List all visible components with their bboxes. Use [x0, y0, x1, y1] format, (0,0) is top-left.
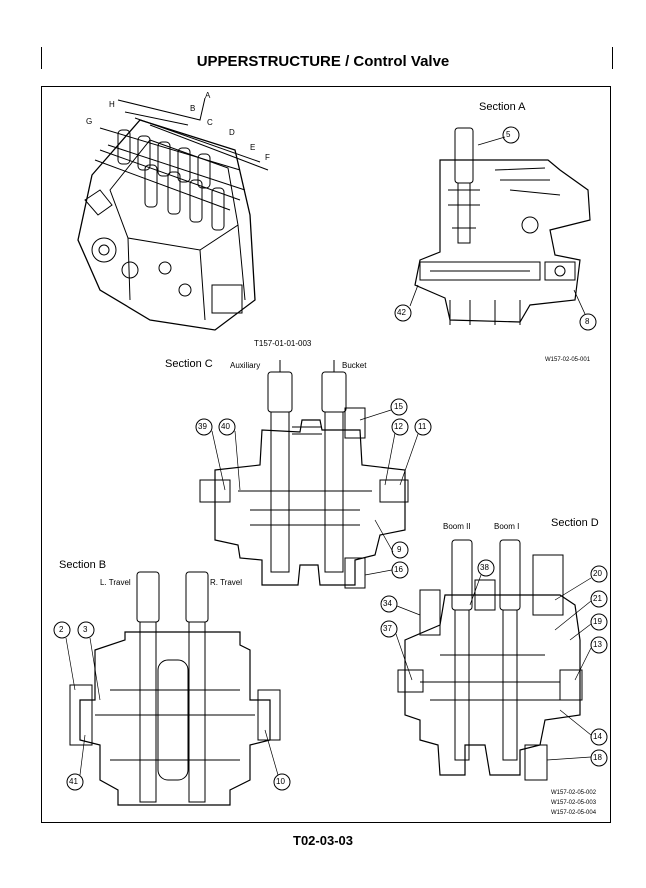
- section-d-callout: 18: [593, 753, 602, 762]
- overview-valve-drawing: [77, 97, 269, 331]
- section-d-callout: 14: [593, 732, 602, 741]
- callout-leaders: [65, 409, 592, 776]
- section-d-callout: 20: [593, 569, 602, 578]
- section-c-callout: 15: [394, 402, 403, 411]
- section-a-drawing: [409, 127, 591, 325]
- section-c-callout: 16: [394, 565, 403, 574]
- section-d-figure-code: W157-02-05-002: [551, 790, 597, 796]
- section-d-callout: 37: [383, 624, 392, 633]
- section-b-label-r-travel: R. Travel: [210, 578, 243, 587]
- figure-frame: [41, 86, 611, 823]
- section-d-callout: 34: [383, 599, 392, 608]
- section-c-callout: 9: [397, 545, 402, 554]
- overview-letters: A B C D E F G H: [86, 91, 270, 162]
- callout-circles: [53, 126, 608, 791]
- section-d-callout: 21: [593, 594, 602, 603]
- section-d-drawing: [397, 539, 583, 781]
- svg-text:F: F: [265, 153, 270, 162]
- section-a-title: Section A: [479, 101, 526, 113]
- section-c-drawing: [199, 360, 409, 589]
- section-b-label-l-travel: L. Travel: [100, 578, 131, 587]
- section-b-drawing: [69, 571, 281, 806]
- svg-text:C: C: [207, 118, 213, 127]
- section-d-label-boom-ii: Boom II: [443, 522, 471, 531]
- overview-figure-code: T157-01-01-003: [254, 339, 312, 348]
- section-d-callout: 19: [593, 617, 602, 626]
- section-c-callout: 12: [394, 422, 403, 431]
- section-b-callout: 10: [276, 777, 285, 786]
- section-c-label-bucket: Bucket: [342, 361, 367, 370]
- svg-text:G: G: [86, 117, 92, 126]
- svg-text:B: B: [190, 104, 195, 113]
- section-a-figure-code: W157-02-05-001: [545, 357, 591, 363]
- section-b-callout: 41: [69, 777, 78, 786]
- section-a-callout: 42: [397, 308, 406, 317]
- section-d-figure-code: W157-02-05-004: [551, 810, 597, 816]
- section-d-title: Section D: [551, 517, 599, 529]
- page-title: UPPERSTRUCTURE / Control Valve: [196, 53, 450, 70]
- svg-text:E: E: [250, 143, 255, 152]
- section-b-callout: 2: [59, 625, 64, 634]
- svg-text:A: A: [205, 91, 211, 100]
- section-a-callout: 8: [585, 317, 590, 326]
- section-c-label-auxiliary: Auxiliary: [230, 361, 261, 370]
- header-rule-right: [612, 47, 613, 69]
- section-c-callout: 39: [198, 422, 207, 431]
- section-b-title: Section B: [59, 559, 107, 571]
- svg-text:D: D: [229, 128, 235, 137]
- section-d-callout: 38: [480, 563, 489, 572]
- section-c-callout: 40: [221, 422, 230, 431]
- section-d-label-boom-i: Boom I: [494, 522, 520, 531]
- section-c-callout: 11: [418, 422, 427, 431]
- section-c-title: Section C: [165, 358, 213, 370]
- section-b-callout: 3: [83, 625, 88, 634]
- section-d-figure-code: W157-02-05-003: [551, 800, 597, 806]
- page-number: T02-03-03: [293, 833, 353, 848]
- svg-text:H: H: [109, 100, 115, 109]
- section-a-callout: 5: [506, 130, 511, 139]
- header-rule-left: [41, 47, 42, 69]
- section-d-callout: 13: [593, 640, 602, 649]
